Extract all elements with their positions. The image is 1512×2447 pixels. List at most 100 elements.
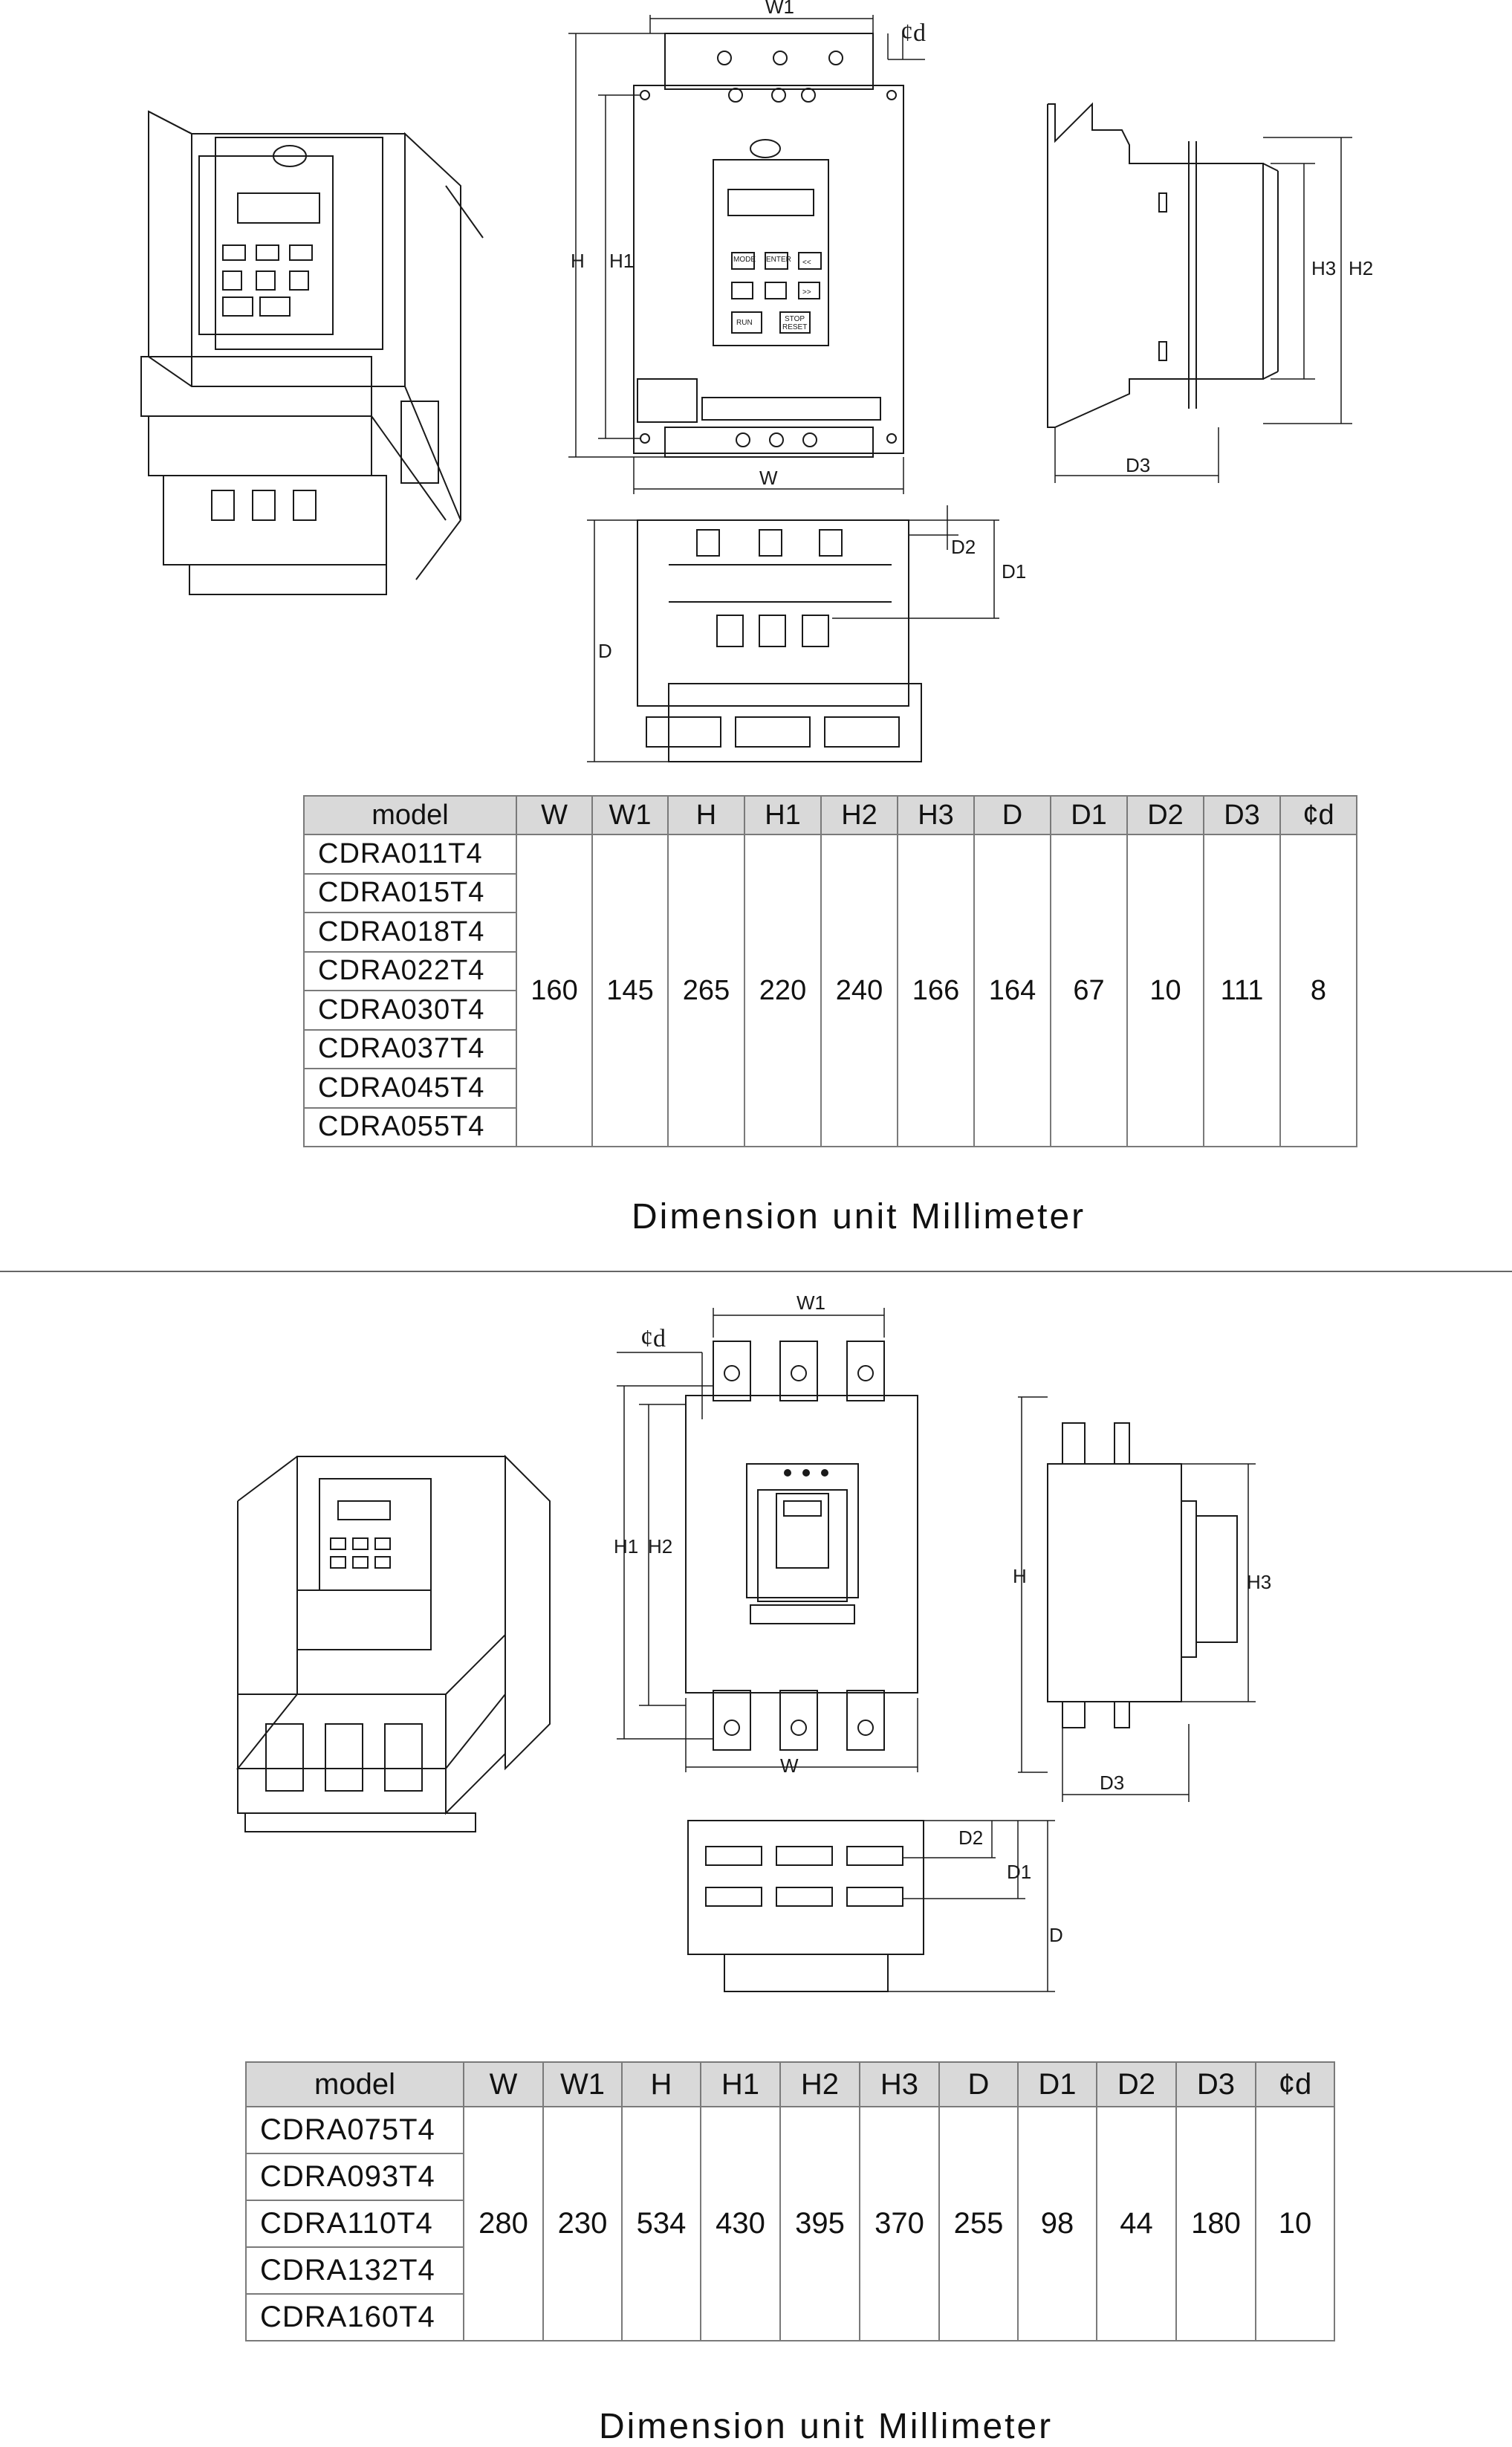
value-w1: 145	[591, 834, 669, 1147]
label-w1: W1	[765, 0, 794, 18]
value-h2: 395	[779, 2106, 860, 2341]
header-d1: D1	[1017, 2061, 1097, 2107]
label-h1: H1	[614, 1535, 638, 1558]
header-d: D	[973, 795, 1051, 835]
section-divider	[0, 1271, 1512, 1272]
label-d2: D2	[951, 536, 976, 558]
table-row: CDRA018T4	[303, 912, 1357, 953]
front-view-small	[568, 15, 925, 494]
value-d1: 67	[1050, 834, 1128, 1147]
isometric-view-large	[236, 1454, 551, 1832]
value-d: 164	[973, 834, 1051, 1147]
label-h2: H2	[1349, 257, 1373, 279]
value-d1: 98	[1017, 2106, 1097, 2341]
label-d: ¢d	[901, 19, 926, 47]
panel-left-label: <<	[802, 259, 811, 267]
value-d2: 44	[1096, 2106, 1177, 2341]
caption-unit-section1: Dimension unit Millimeter	[632, 1197, 1086, 1237]
model-cell: CDRA015T4	[303, 872, 517, 913]
value-phi-d: 10	[1255, 2106, 1335, 2341]
table-row: CDRA132T4	[245, 2246, 1334, 2295]
value-phi-d: 8	[1279, 834, 1357, 1147]
header-h3: H3	[859, 2061, 940, 2107]
header-d3: D3	[1203, 795, 1281, 835]
label-d1: D1	[1002, 560, 1026, 583]
header-h: H	[667, 795, 745, 835]
header-h1: H1	[744, 795, 822, 835]
panel-enter-label: ENTER	[766, 256, 791, 264]
panel-run-label: RUN	[736, 319, 753, 327]
label-d: ¢d	[640, 1325, 666, 1352]
dimension-table-small: model W W1 H H1 H2 H3 D D1 D2 D3 ¢d CDRA…	[303, 795, 1357, 1147]
model-cell: CDRA093T4	[245, 2153, 464, 2201]
header-h2: H2	[820, 795, 898, 835]
model-cell: CDRA075T4	[245, 2106, 464, 2154]
dimension-table-large: model W W1 H H1 H2 H3 D D1 D2 D3 ¢d CDRA…	[245, 2061, 1335, 2341]
header-w1: W1	[591, 795, 669, 835]
table-row: CDRA037T4	[303, 1028, 1357, 1069]
section1-drawings: W1 ¢d H H1 W H3 H2 D3 D2 D1 D MODE ENTER…	[0, 0, 1512, 773]
label-d1: D1	[1007, 1861, 1031, 1883]
panel-reset-label: RESET	[782, 323, 807, 331]
model-cell: CDRA160T4	[245, 2293, 464, 2341]
header-model: model	[245, 2061, 464, 2107]
table-row: CDRA093T4	[245, 2153, 1334, 2201]
isometric-view-small	[140, 110, 484, 595]
model-cell: CDRA018T4	[303, 912, 517, 953]
model-cell: CDRA011T4	[303, 834, 517, 875]
value-w1: 230	[542, 2106, 623, 2341]
header-h2: H2	[779, 2061, 860, 2107]
table-row: CDRA011T4 160 145 265 220 240 166 164 67…	[303, 834, 1357, 1147]
label-h3: H3	[1247, 1571, 1271, 1593]
panel-right-label: >>	[802, 288, 811, 296]
label-d3: D3	[1126, 454, 1150, 476]
model-cell: CDRA132T4	[245, 2246, 464, 2295]
value-h: 534	[621, 2106, 701, 2341]
label-depth: D	[598, 640, 612, 662]
header-d2: D2	[1096, 2061, 1177, 2107]
model-cell: CDRA037T4	[303, 1028, 517, 1069]
value-h1: 220	[744, 834, 822, 1147]
label-h3: H3	[1311, 257, 1336, 279]
header-h: H	[621, 2061, 701, 2107]
table-row: CDRA075T4 280 230 534 430 395 370 255 98…	[245, 2106, 1335, 2341]
table-row: CDRA022T4	[303, 950, 1357, 991]
header-d2: D2	[1126, 795, 1204, 835]
label-w: W	[780, 1754, 799, 1777]
header-model: model	[303, 795, 517, 835]
label-h2: H2	[648, 1535, 672, 1558]
value-h3: 370	[859, 2106, 940, 2341]
table-row: CDRA045T4	[303, 1068, 1357, 1109]
value-h2: 240	[820, 834, 898, 1147]
label-h: H	[1013, 1565, 1027, 1587]
value-h: 265	[667, 834, 745, 1147]
header-d: D	[938, 2061, 1019, 2107]
header-d1: D1	[1050, 795, 1128, 835]
panel-stop-label: STOP	[785, 315, 805, 323]
label-d3: D3	[1100, 1772, 1124, 1794]
table-row: CDRA055T4	[303, 1106, 1357, 1147]
header-w: W	[516, 795, 593, 835]
label-w: W	[759, 467, 778, 489]
header-phi-d: ¢d	[1255, 2061, 1335, 2107]
model-cell: CDRA045T4	[303, 1068, 517, 1109]
label-depth: D	[1049, 1924, 1063, 1946]
model-cell: CDRA030T4	[303, 990, 517, 1031]
table-row: CDRA015T4	[303, 872, 1357, 913]
value-w: 280	[463, 2106, 544, 2341]
value-w: 160	[516, 834, 593, 1147]
header-w: W	[463, 2061, 544, 2107]
value-d2: 10	[1126, 834, 1204, 1147]
model-cell: CDRA055T4	[303, 1106, 517, 1147]
table-row: CDRA160T4	[245, 2293, 1334, 2341]
top-view-small	[587, 505, 999, 762]
header-w1: W1	[542, 2061, 623, 2107]
side-view-large	[1018, 1396, 1256, 1802]
model-cell: CDRA022T4	[303, 950, 517, 991]
value-h3: 166	[897, 834, 975, 1147]
label-d2: D2	[958, 1827, 983, 1849]
front-view-large	[617, 1308, 918, 1772]
table-header-row: model W W1 H H1 H2 H3 D D1 D2 D3 ¢d	[245, 2061, 1335, 2107]
section2-drawings: W1 ¢d H1 H2 W H H3 D3 D2 D1 D	[0, 1278, 1512, 2051]
model-cell: CDRA110T4	[245, 2200, 464, 2248]
